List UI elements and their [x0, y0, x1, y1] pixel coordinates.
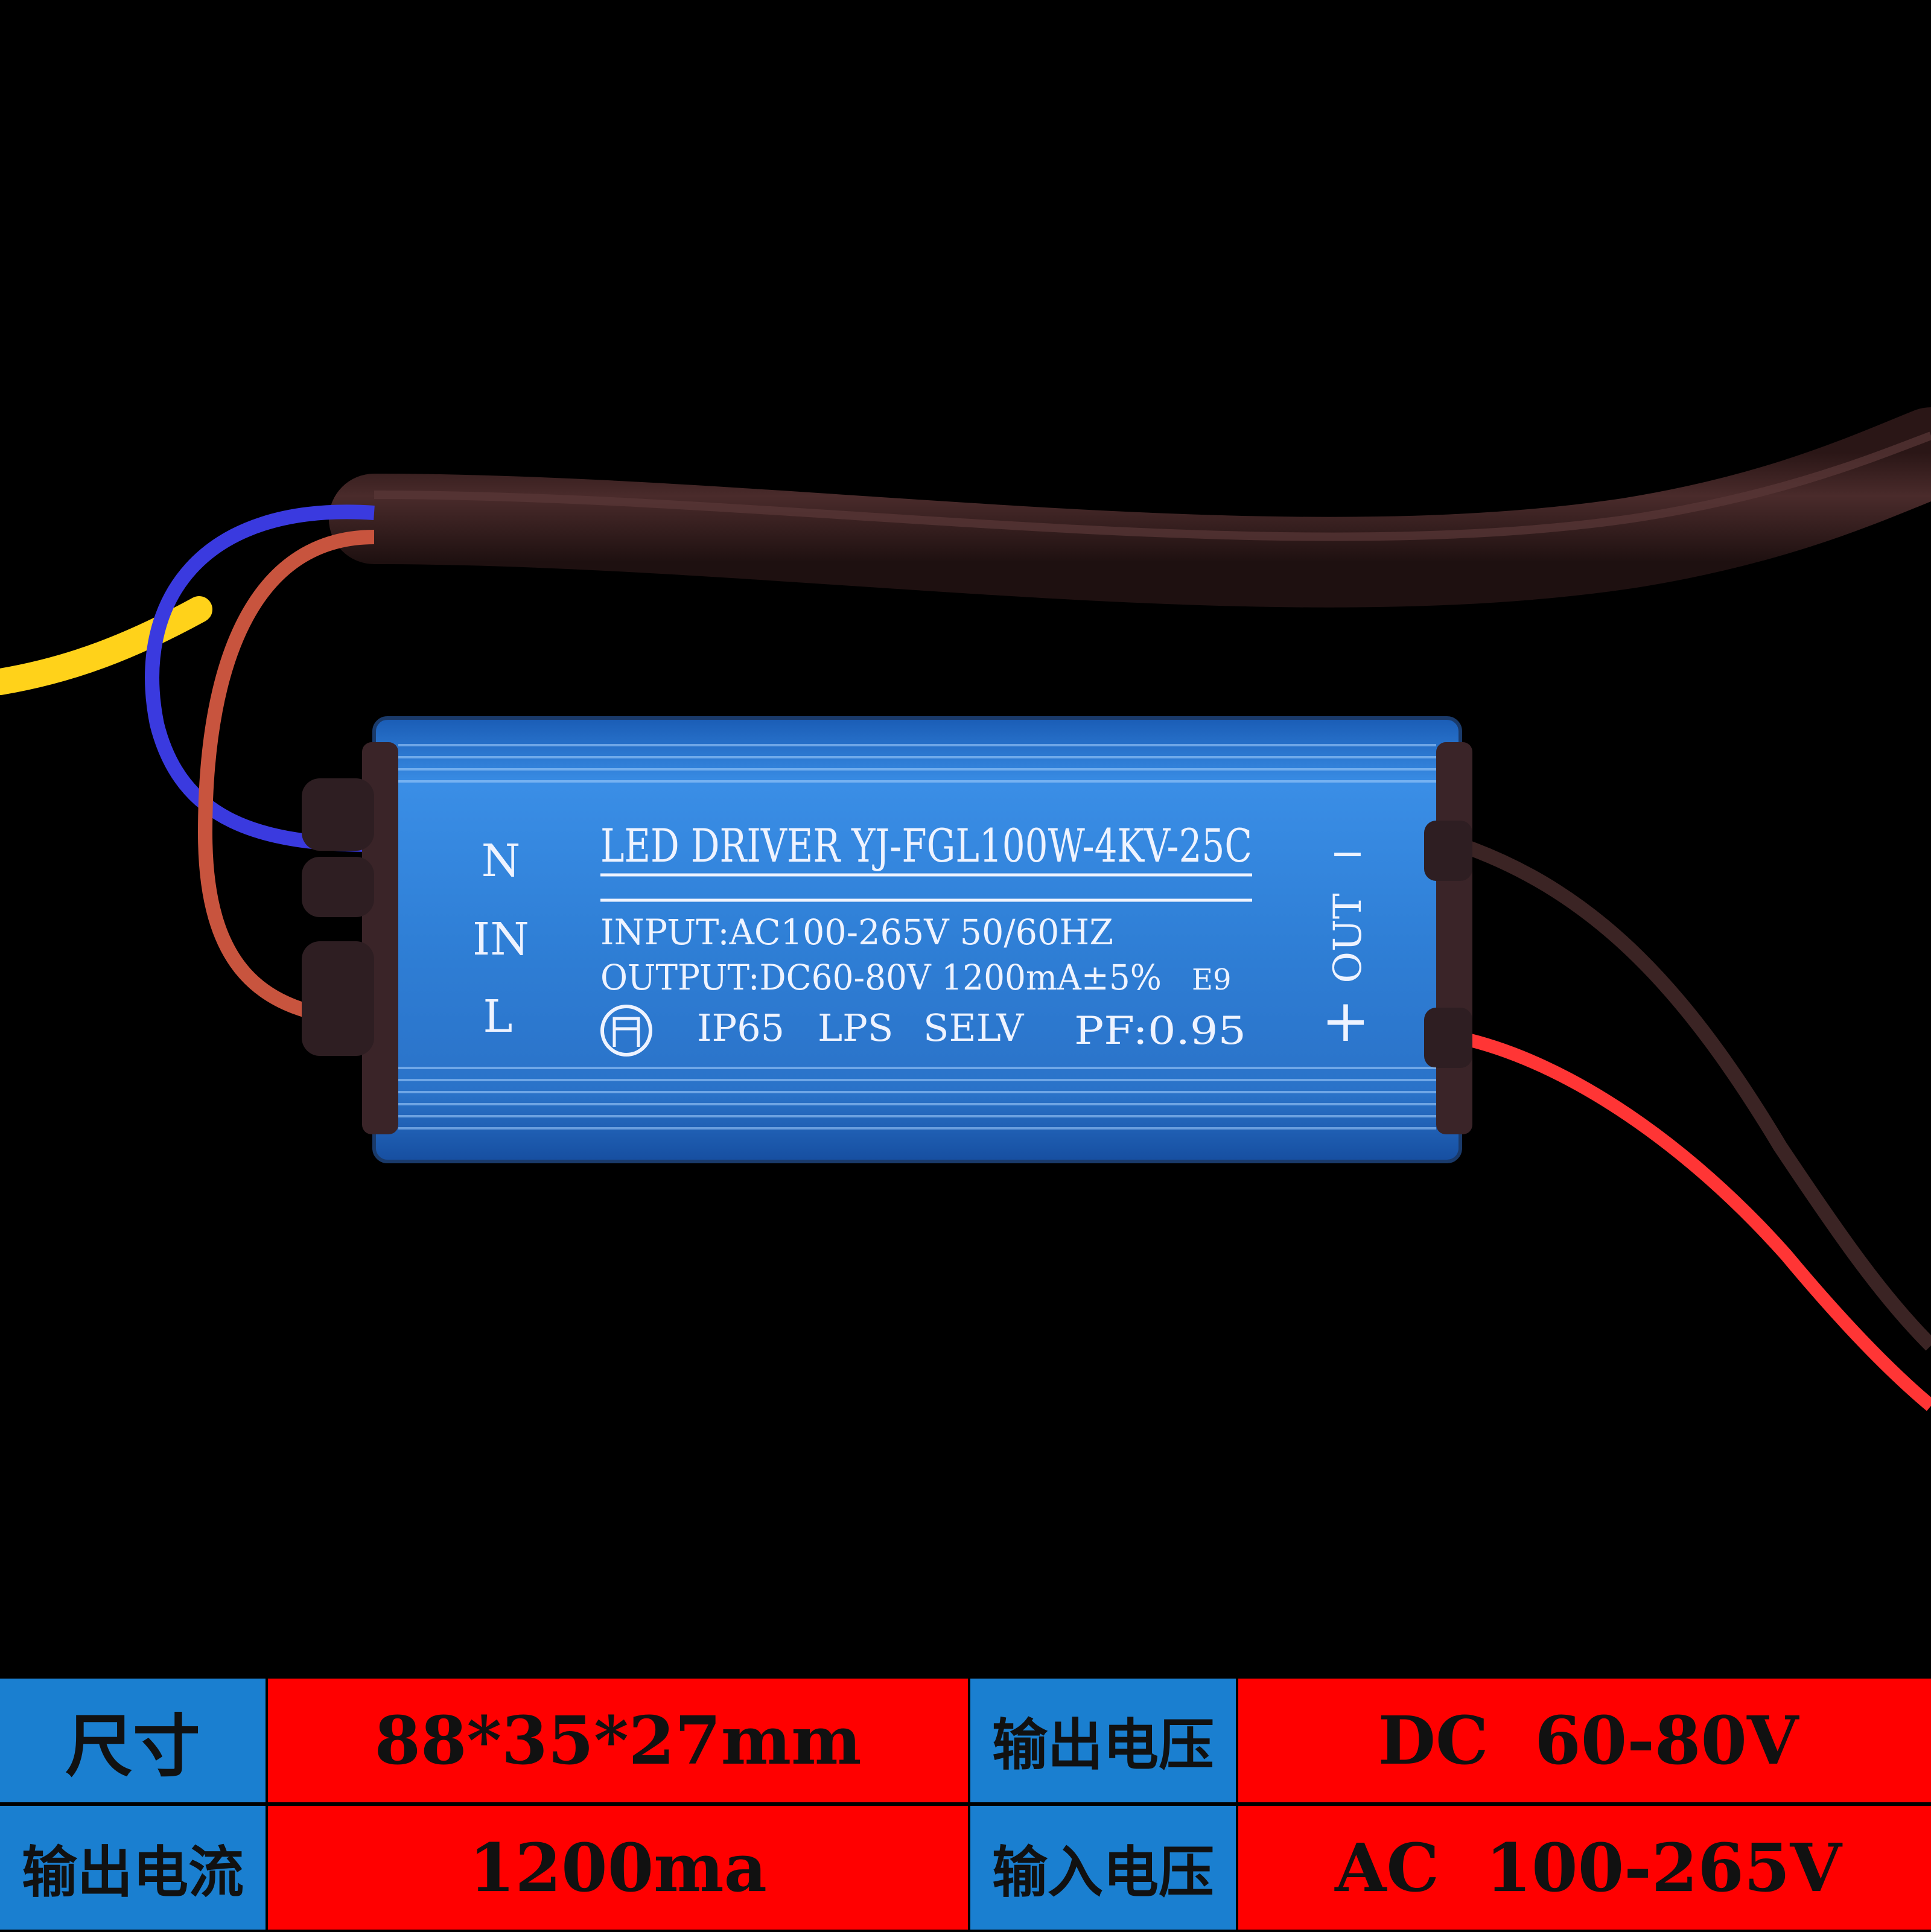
spec-key-input-voltage: 输入电压: [970, 1806, 1236, 1930]
red-input-wire: [197, 530, 375, 1027]
black-output-wire: [1458, 837, 1931, 1351]
driver-title: LED DRIVER YJ-FGL100W-4KV-25C: [600, 819, 1252, 872]
side-n: N: [482, 835, 521, 887]
main-cable: [329, 407, 1931, 608]
input-spec: INPUT:AC100-265V 50/60HZ: [600, 912, 1113, 953]
side-plus: +: [1322, 987, 1370, 1055]
spec-key-size: 尺寸: [0, 1679, 266, 1802]
side-minus: −: [1330, 828, 1366, 878]
spec-table: 尺寸 88*35*27mm 输出电压 DC 60-80V 输出电流 1200ma…: [0, 1677, 1931, 1932]
cert-selv: SELV: [923, 1006, 1025, 1050]
spec-value-output-voltage: DC 60-80V: [1238, 1679, 1931, 1802]
output-spec: OUTPUT:DC60-80V 1200mA±5%: [600, 957, 1162, 998]
class-ii-symbol: [600, 1005, 652, 1057]
spec-value-output-current: 1200ma: [268, 1806, 968, 1930]
cert-lps: LPS: [818, 1006, 893, 1050]
side-l: L: [483, 991, 512, 1043]
red-output-wire: [1459, 1031, 1931, 1411]
spec-value-input-voltage: AC 100-265V: [1238, 1806, 1931, 1930]
power-factor: PF:0.95: [1074, 1009, 1246, 1053]
spec-key-output-voltage: 输出电压: [970, 1679, 1236, 1802]
cert-ip65: IP65: [697, 1006, 784, 1050]
side-out: OUT: [1326, 893, 1370, 983]
blue-wire: [145, 504, 375, 852]
side-in: IN: [472, 914, 529, 965]
yellow-wire: [0, 596, 212, 695]
spec-value-size: 88*35*27mm: [268, 1679, 968, 1802]
spec-key-output-current: 输出电流: [0, 1806, 266, 1930]
e9-mark: E9: [1192, 963, 1232, 997]
product-photo: LED DRIVER YJ-FGL100W-4KV-25C INPUT:AC10…: [0, 407, 1931, 1411]
